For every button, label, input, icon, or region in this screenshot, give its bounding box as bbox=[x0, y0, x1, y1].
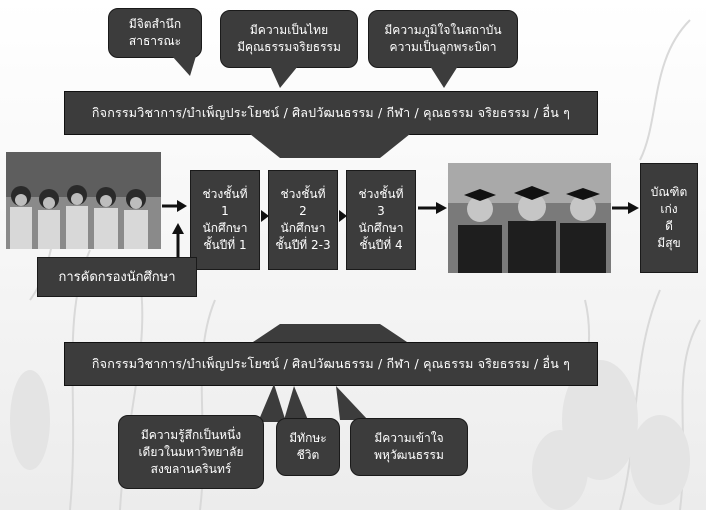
bubble-institution-pride: มีความภูมิใจในสถาบัน ความเป็นลูกพระบิดา bbox=[368, 10, 518, 68]
graduates-photo bbox=[448, 163, 611, 273]
phase-box-2: ช่วงชั้นที่ 2 นักศึกษา ชั้นปีที่ 2-3 bbox=[268, 170, 338, 270]
bubble-life-skills: มีทักษะ ชีวิต bbox=[276, 418, 340, 476]
bubble-tail-multicultural bbox=[336, 386, 368, 420]
students-photo-image bbox=[6, 152, 161, 249]
connector-2-3 bbox=[339, 210, 347, 222]
bubble-tail-institution-pride bbox=[430, 66, 458, 88]
phase-3-group: นักศึกษา bbox=[358, 221, 404, 235]
phase-3-number: 3 bbox=[377, 204, 385, 218]
phase-box-1: ช่วงชั้นที่ 1 นักศึกษา ชั้นปีที่ 1 bbox=[190, 170, 260, 270]
arrow-to-graduate-box bbox=[612, 202, 639, 214]
bubble-thai-morality: มีความเป็นไทย มีคุณธรรมจริยธรรม bbox=[220, 10, 358, 68]
students-photo bbox=[6, 152, 161, 249]
graduates-photo-image bbox=[448, 163, 611, 273]
activity-banner-bottom: กิจกรรมวิชาการ/บำเพ็ญประโยชน์ / ศิลปวัฒน… bbox=[64, 342, 598, 386]
banner-up-arrow-bottom bbox=[250, 324, 410, 344]
bubble-multicultural: มีความเข้าใจ พหุวัฒนธรรม bbox=[350, 418, 468, 476]
graduate-qualities-box: บัณฑิต เก่ง ดี มีสุข bbox=[640, 163, 698, 273]
phase-2-title: ช่วงชั้นที่ bbox=[280, 187, 326, 201]
quality-smart: เก่ง bbox=[660, 202, 678, 216]
arrow-to-phase-1 bbox=[162, 200, 187, 212]
arrow-screening-up bbox=[172, 223, 184, 259]
quality-good: ดี bbox=[665, 219, 673, 233]
connector-1-2 bbox=[261, 210, 269, 222]
phase-1-group: นักศึกษา bbox=[202, 221, 248, 235]
activity-banner-top: กิจกรรมวิชาการ/บำเพ็ญประโยชน์ / ศิลปวัฒน… bbox=[64, 91, 598, 135]
arrow-to-graduates bbox=[418, 202, 447, 214]
phase-box-3: ช่วงชั้นที่ 3 นักศึกษา ชั้นปีที่ 4 bbox=[346, 170, 416, 270]
banner-down-arrow-top bbox=[250, 134, 410, 158]
phase-3-title: ช่วงชั้นที่ bbox=[358, 187, 404, 201]
bubble-tail-university-unity bbox=[258, 384, 286, 422]
bubble-university-unity: มีความรู้สึกเป็นหนึ่ง เดียวในมหาวิทยาลัย… bbox=[118, 415, 264, 489]
bubble-public-mind: มีจิตสำนึก สาธารณะ bbox=[108, 8, 202, 58]
bubble-tail-public-mind bbox=[172, 56, 196, 76]
phase-2-number: 2 bbox=[299, 204, 307, 218]
bubble-tail-life-skills bbox=[284, 386, 308, 420]
quality-happy: มีสุข bbox=[657, 236, 681, 250]
bubble-tail-thai-morality bbox=[270, 66, 298, 88]
phase-1-title: ช่วงชั้นที่ bbox=[202, 187, 248, 201]
phase-1-number: 1 bbox=[221, 204, 229, 218]
phase-2-group: นักศึกษา bbox=[280, 221, 326, 235]
screening-box: การคัดกรองนักศึกษา bbox=[37, 257, 197, 297]
phase-1-year: ชั้นปีที่ 1 bbox=[203, 238, 247, 252]
graduate-label: บัณฑิต bbox=[650, 185, 688, 199]
phase-2-year: ชั้นปีที่ 2-3 bbox=[275, 238, 331, 252]
phase-3-year: ชั้นปีที่ 4 bbox=[359, 238, 403, 252]
